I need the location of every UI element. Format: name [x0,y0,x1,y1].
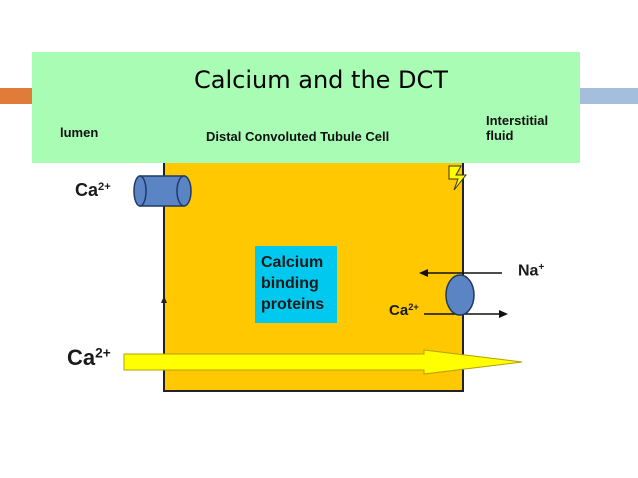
cbp-line3: proteins [261,296,325,313]
interstitial-label-line1: Interstitial [486,113,549,128]
lumen-label: lumen [60,125,99,140]
ca-ion-lumen-label: Ca2+ [75,180,111,200]
ca-ion-basolateral-label: Ca2+ [389,302,419,320]
interstitial-label-line2: fluid [486,128,514,143]
apical-calcium-channel [133,175,192,207]
lightning-bolt-icon [448,165,468,191]
calcium-binding-proteins-box: Calcium binding proteins [255,246,337,323]
na-ca-exchanger [419,269,508,318]
accent-bar-right [580,88,638,104]
paracellular-calcium-arrow [123,349,523,375]
slide-title: Calcium and the DCT [194,66,448,94]
cbp-line2: binding [261,275,319,292]
header-band: Calcium and the DCT lumen Distal Convolu… [32,52,580,163]
accent-bar-left [0,88,32,104]
apical-membrane-marker [161,296,167,303]
cell-label: Distal Convoluted Tubule Cell [206,129,390,144]
ca-ion-paracellular-label: Ca2+ [67,345,111,370]
na-ion-label: Na+ [518,262,545,280]
interstitial-fluid-label: Interstitial fluid [486,113,548,143]
cbp-line1: Calcium [261,254,324,271]
